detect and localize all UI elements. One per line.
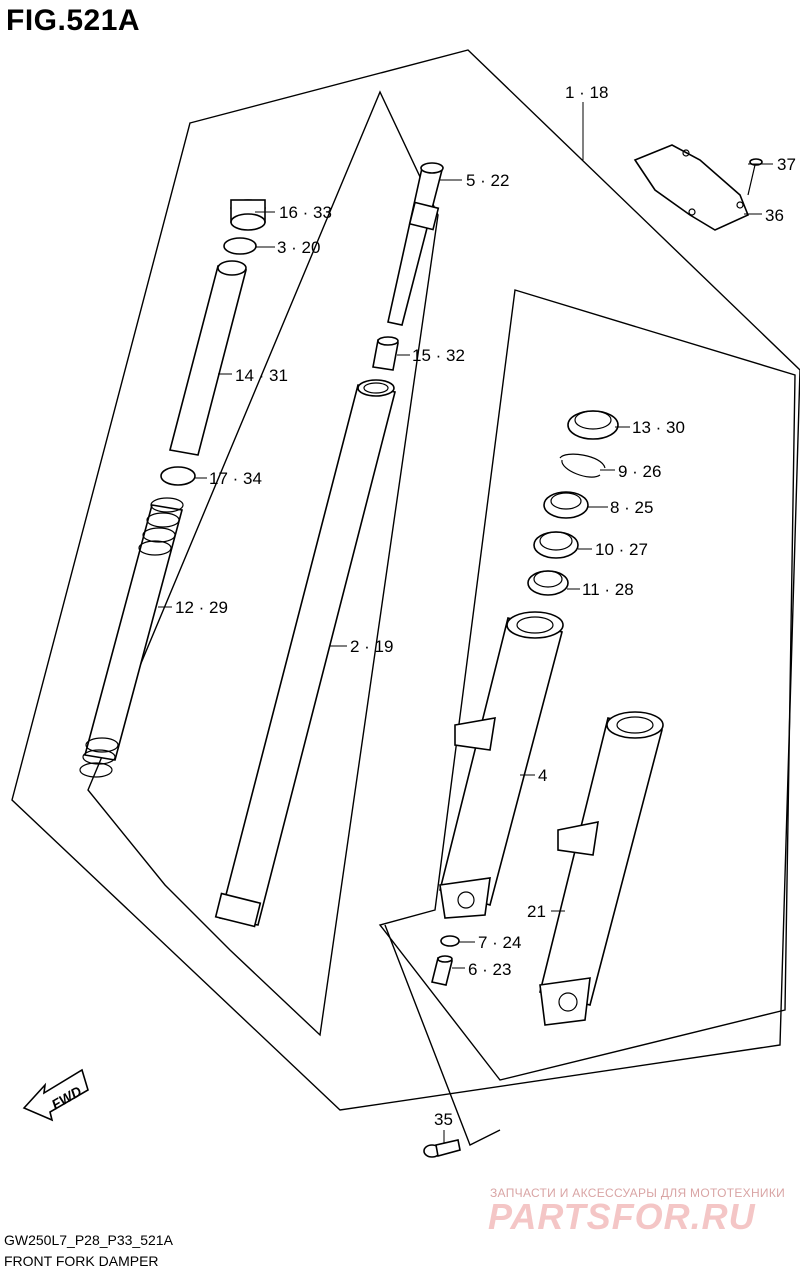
watermark-brand: PARTSFOR.RU [488, 1196, 756, 1237]
callout-9-26: 9 · 26 [618, 462, 661, 481]
gasket-washer-part [440, 935, 460, 947]
oil-seal-part [567, 410, 619, 440]
outer-tube-guide-metal-part [533, 531, 579, 559]
assembly-frame-inner-tube [87, 90, 439, 1037]
diagram-caption: FRONT FORK DAMPER [4, 1253, 159, 1269]
spring-seat-washer-part [160, 466, 196, 486]
callout-10-27: 10 · 27 [595, 540, 648, 559]
leader-lines [158, 102, 773, 1143]
fork-spring-part [79, 497, 184, 778]
figure-title: FIG.521A [6, 4, 141, 37]
stopper-ring-part [559, 453, 606, 478]
callout-6-23: 6 · 23 [468, 960, 511, 979]
inner-tube-guide-metal-part [527, 570, 569, 596]
damper-bolt-part [431, 955, 453, 986]
callout-3-20: 3 · 20 [277, 238, 320, 257]
cap-bolt-part [230, 199, 266, 231]
spacer-tube-part [169, 260, 247, 456]
callout-14-31: 14 · 31 [235, 366, 288, 385]
o-ring-part [223, 237, 257, 255]
callout-8-25: 8 · 25 [610, 498, 653, 517]
callout-5-22: 5 · 22 [466, 171, 509, 190]
assembly-frame-outer [11, 49, 800, 1111]
callout-7-24: 7 · 24 [478, 933, 521, 952]
oil-lock-piece-part [372, 336, 399, 371]
callout-21: 21 [527, 902, 546, 921]
fwd-arrow-icon: FWD [22, 1068, 89, 1122]
inner-tube-part [214, 379, 396, 928]
outer-tube-left-part [439, 611, 564, 919]
callout-35: 35 [434, 1110, 453, 1129]
callout-16-33: 16 · 33 [279, 203, 332, 222]
damper-rod-part [387, 162, 444, 326]
callout-13-30: 13 · 30 [632, 418, 685, 437]
callout-11-28: 11 · 28 [582, 580, 634, 599]
callout-4: 4 [538, 766, 547, 785]
assembly-frame-outer-tube [378, 289, 796, 1081]
mounting-bolt-part [423, 1139, 461, 1158]
watermark-tagline: ЗАПЧАСТИ И АКСЕССУАРЫ ДЛЯ МОТОТЕХНИКИ [490, 1186, 786, 1200]
diagram-code: GW250L7_P28_P33_521A [4, 1232, 173, 1248]
callout-15-32: 15 · 32 [412, 346, 465, 365]
callout-2-19: 2 · 19 [350, 637, 393, 656]
callout-1-18: 1 · 18 [565, 83, 608, 102]
outer-tube-right-part [539, 711, 664, 1026]
callout-12-29: 12 · 29 [175, 598, 228, 617]
bracket-part [633, 144, 750, 231]
callout-37: 37 [777, 155, 796, 174]
seal-spacer-part [543, 491, 589, 519]
callout-17-34: 17 · 34 [209, 469, 262, 488]
assembly-frame-bolt [384, 924, 501, 1146]
callout-36: 36 [765, 206, 784, 225]
